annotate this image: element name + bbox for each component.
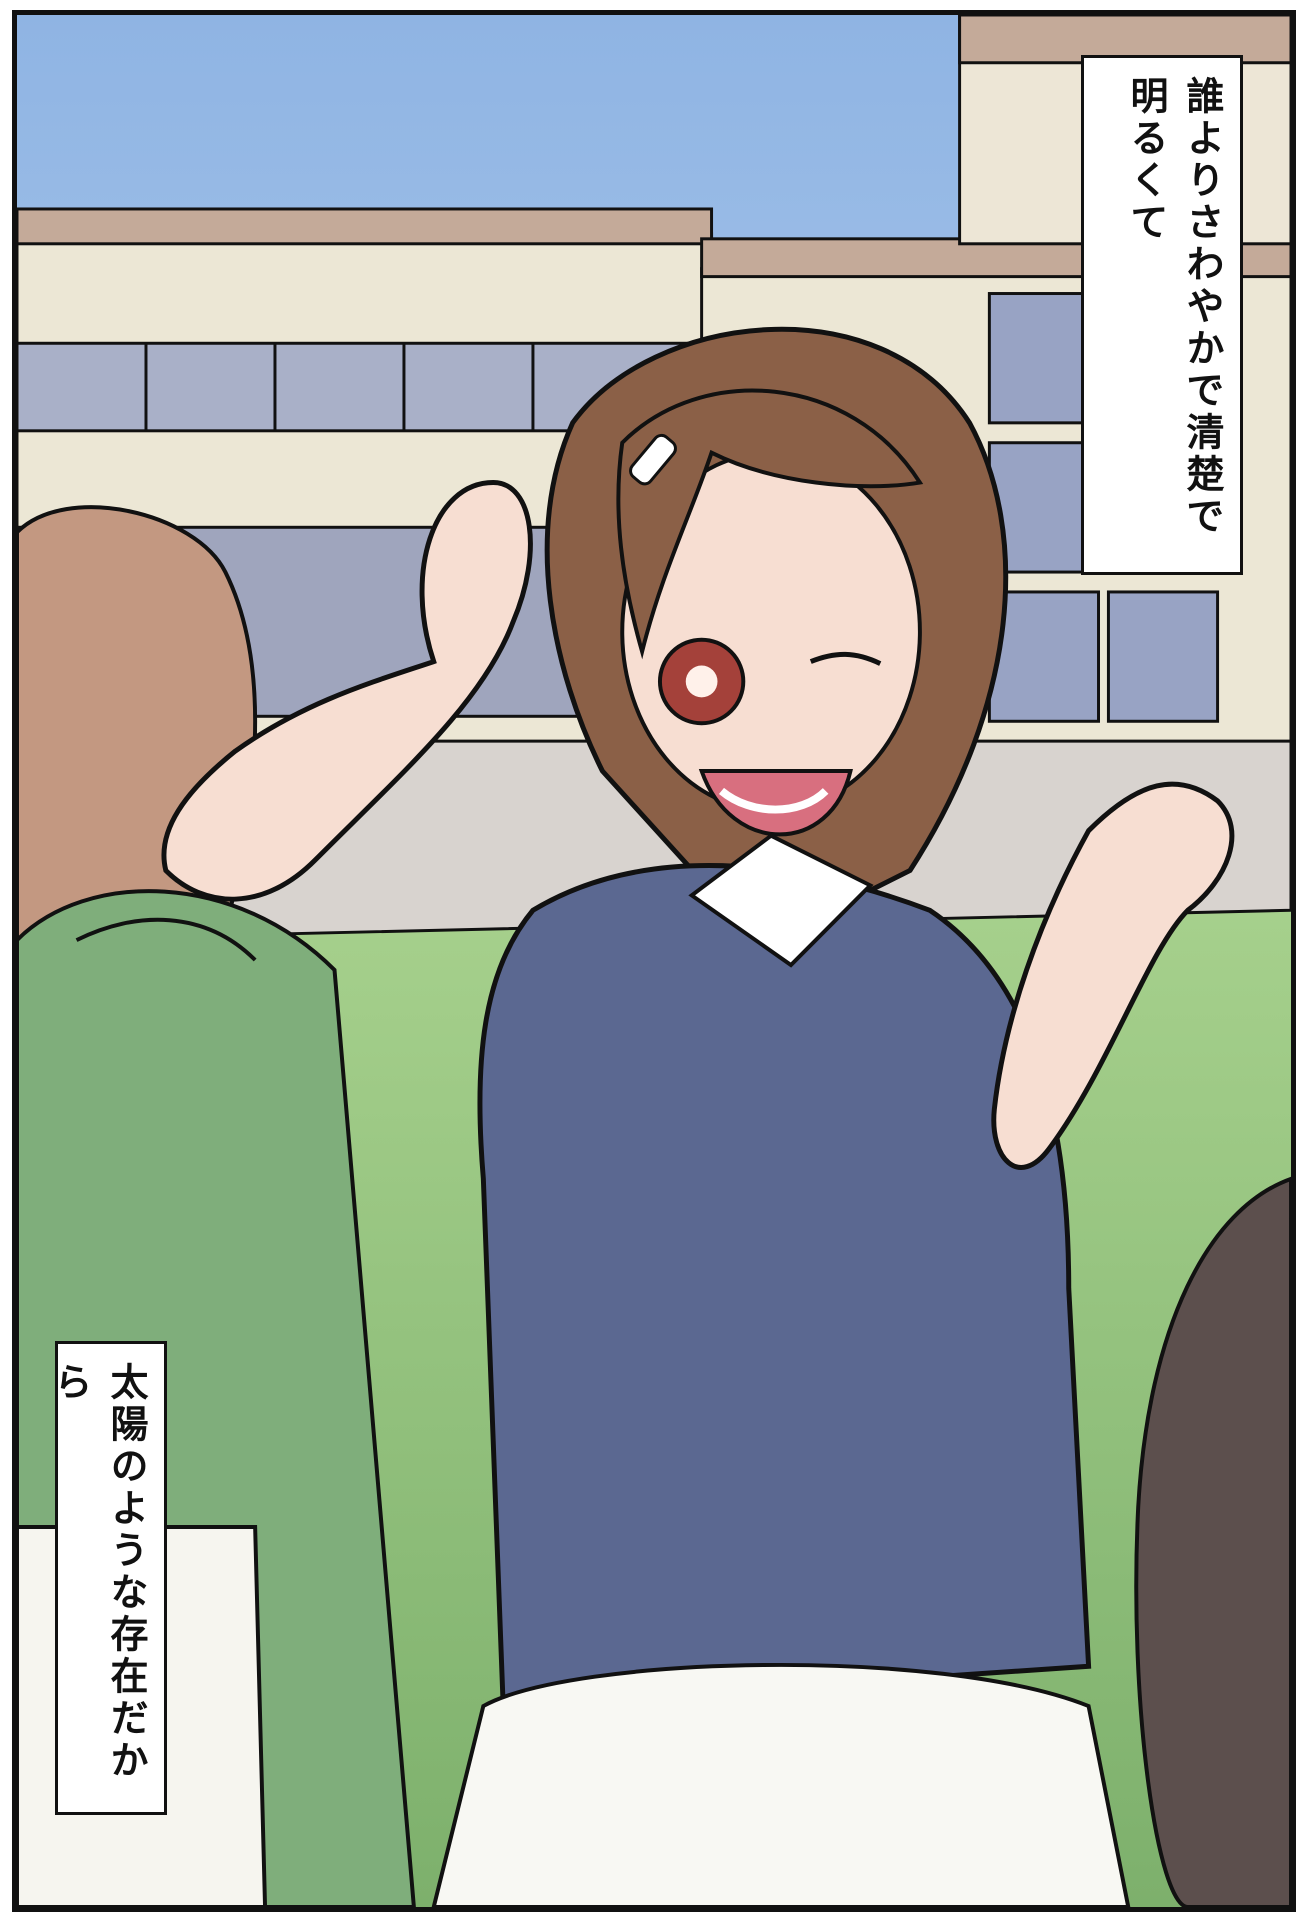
- narration-bottom-line-1: 太陽のような存在だから: [48, 1362, 148, 1782]
- narration-box-bottom: 太陽のような存在だから: [48, 1341, 167, 1815]
- right-student: [1134, 1176, 1291, 1907]
- narration-box-top: 誰よりさわやかで清楚で 明るくて: [1081, 55, 1243, 575]
- comic-panel: 誰よりさわやかで清楚で 明るくて 太陽のような存在だから: [12, 10, 1296, 1912]
- narration-top-line-1: 誰よりさわやかで清楚で: [1180, 76, 1224, 538]
- narration-top-line-2: 明るくて: [1124, 76, 1168, 244]
- main-character: [161, 326, 1235, 1907]
